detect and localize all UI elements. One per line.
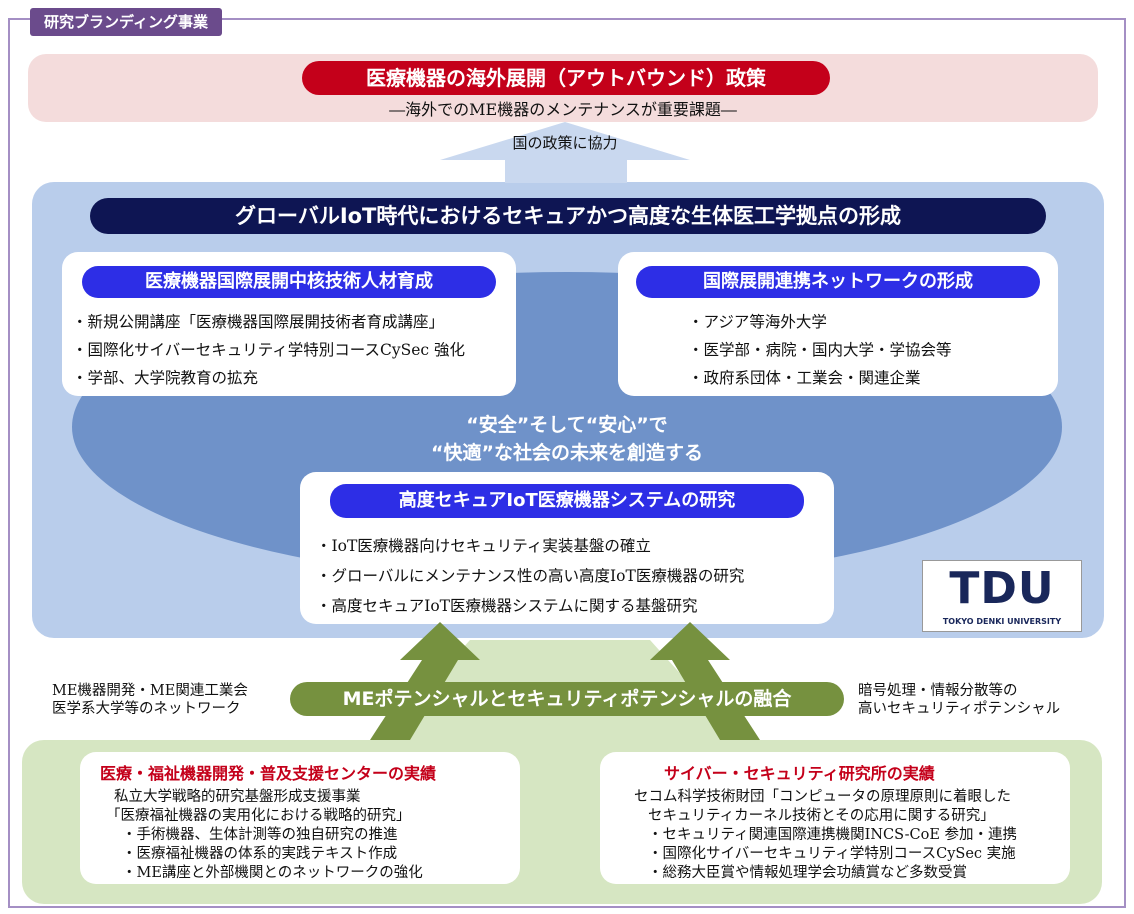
frame-tab: 研究ブランディング事業 — [30, 8, 222, 36]
fusion-left-note-line: ME機器開発・ME関連工業会 — [52, 683, 248, 699]
network-item: ・医学部・病院・国内大学・学協会等 — [688, 341, 952, 359]
outer-frame — [8, 18, 1126, 908]
policy-arrow-label: 国の政策に協力 — [512, 134, 618, 152]
policy-up-arrow — [440, 122, 690, 183]
slogan-line1: “安全”そして“安心”で — [466, 414, 668, 436]
research-card-title: 高度セキュアIoT医療機器システムの研究 — [330, 484, 804, 518]
medical-center-line: ・手術機器、生体計測等の独自研究の推進 — [122, 827, 398, 843]
policy-subtitle: ―海外でのME機器のメンテナンスが重要課題― — [389, 100, 737, 119]
talent-item: ・学部、大学院教育の拡充 — [72, 369, 259, 387]
tdu-logo-subtext: TOKYO DENKI UNIVERSITY — [942, 617, 1062, 626]
fusion-right-note: 暗号処理・情報分散等の 高いセキュリティポテンシャル — [858, 682, 1060, 718]
cyber-lab-line: セコム科学技術財団「コンピュータの原理原則に着眼した — [634, 789, 1011, 805]
tdu-logo: TDU TOKYO DENKI UNIVERSITY — [922, 560, 1082, 632]
medical-center-line: 私立大学戦略的研究基盤形成支援事業 — [114, 789, 361, 805]
cyber-lab-card — [600, 752, 1070, 884]
cyber-lab-title: サイバー・セキュリティ研究所の実績 — [664, 764, 935, 783]
medical-center-line: 「医療福祉機器の実用化における戦略的研究」 — [106, 808, 411, 824]
network-item: ・アジア等海外大学 — [688, 313, 827, 331]
tdu-logo-text: TDU — [949, 563, 1055, 614]
cyber-lab-line: ・セキュリティ関連国際連携機関INCS-CoE 参加・連携 — [648, 827, 1018, 843]
medical-center-line: ・医療福祉機器の体系的実践テキスト作成 — [122, 846, 398, 862]
research-item: ・IoT医療機器向けセキュリティ実装基盤の確立 — [316, 537, 651, 555]
research-item: ・グローバルにメンテナンス性の高い高度IoT医療機器の研究 — [316, 567, 745, 585]
medical-center-card — [80, 752, 520, 884]
network-item: ・政府系団体・工業会・関連企業 — [688, 369, 921, 387]
slogan-line2: “快適”な社会の未来を創造する — [431, 442, 703, 464]
center-main-title: グローバルIoT時代におけるセキュアかつ高度な生体医工学拠点の形成 — [90, 198, 1046, 234]
fusion-title: MEポテンシャルとセキュリティポテンシャルの融合 — [290, 682, 844, 716]
talent-card-title: 医療機器国際展開中核技術人材育成 — [82, 266, 496, 298]
fusion-right-note-line: 暗号処理・情報分散等の — [858, 683, 1018, 699]
fusion-right-note-line: 高いセキュリティポテンシャル — [858, 701, 1061, 717]
policy-title: 医療機器の海外展開（アウトバウンド）政策 — [302, 61, 830, 95]
cyber-lab-line: ・国際化サイバーセキュリティ学特別コースCySec 実施 — [648, 846, 1016, 862]
research-item: ・高度セキュアIoT医療機器システムに関する基盤研究 — [316, 597, 698, 615]
fusion-left-note-line: 医学系大学等のネットワーク — [52, 701, 241, 717]
cyber-lab-line: セキュリティカーネル技術とその応用に関する研究」 — [648, 808, 995, 824]
network-card-title: 国際展開連携ネットワークの形成 — [636, 266, 1040, 298]
talent-item: ・新規公開講座「医療機器国際展開技術者育成講座」 — [72, 313, 445, 331]
medical-center-title: 医療・福祉機器開発・普及支援センターの実績 — [100, 764, 437, 783]
talent-item: ・国際化サイバーセキュリティ学特別コースCySec 強化 — [72, 341, 466, 359]
fusion-left-note: ME機器開発・ME関連工業会 医学系大学等のネットワーク — [52, 682, 248, 718]
medical-center-line: ・ME講座と外部機関とのネットワークの強化 — [122, 865, 423, 881]
cyber-lab-line: ・総務大臣賞や情報処理学会功績賞など多数受賞 — [648, 865, 967, 881]
